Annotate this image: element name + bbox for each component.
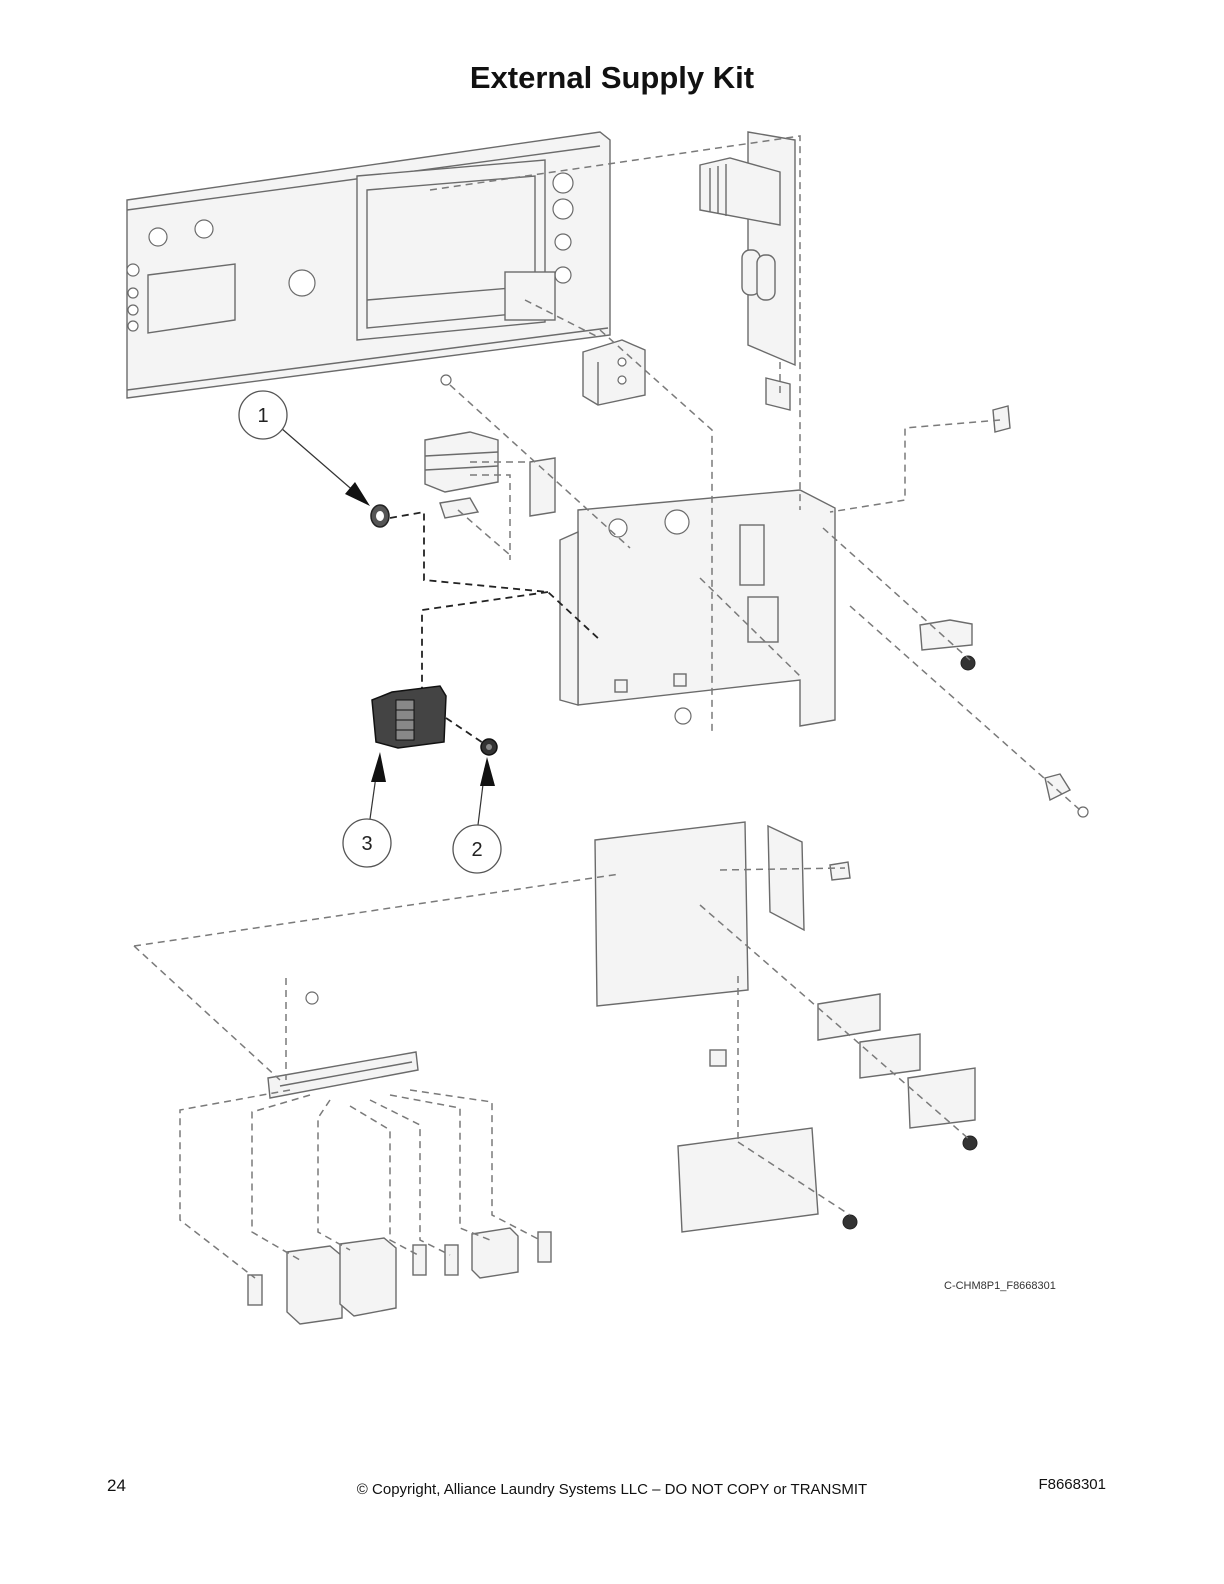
top-control-panel (126, 131, 611, 399)
callout-1-label: 1 (257, 405, 268, 427)
callout-1: 1 (238, 390, 370, 506)
terminal-block-top (582, 339, 646, 406)
drawing-id: C-CHM8P1_F8668301 (944, 1280, 1056, 1292)
assembly-lines (133, 135, 1081, 1279)
callout-2-label: 2 (471, 839, 482, 861)
mounting-plate (559, 489, 836, 727)
kit-components (370, 504, 601, 756)
callout-2: 2 (452, 757, 502, 874)
contactor-group (247, 1227, 552, 1325)
grommet-part-1 (370, 504, 390, 528)
document-number: F8668301 (1038, 1476, 1106, 1493)
din-rail (267, 1051, 419, 1099)
copyright-notice: © Copyright, Alliance Laundry Systems LL… (356, 1481, 868, 1498)
supply-module-part-3 (371, 685, 447, 749)
callout-3-label: 3 (361, 833, 372, 855)
page-number: 24 (107, 1476, 126, 1495)
screw-part-2 (480, 738, 498, 756)
circuit-breaker (424, 431, 556, 519)
power-supply-module (699, 131, 796, 411)
page-title: External Supply Kit (469, 60, 755, 95)
callout-3: 3 (342, 752, 392, 868)
lower-mounting-plate (594, 821, 976, 1233)
